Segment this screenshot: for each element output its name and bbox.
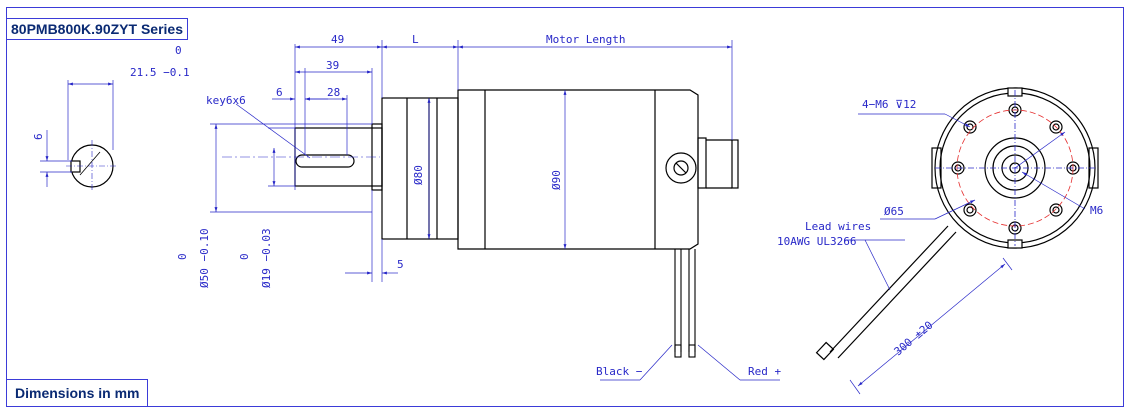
key-length-28: 28	[327, 86, 340, 99]
units-note: Dimensions in mm	[6, 379, 149, 407]
gearbox-length-L: L	[412, 33, 419, 46]
drawing-frame	[6, 7, 1124, 407]
wire-black-label: Black −	[596, 365, 643, 378]
series-title: 80PMB800K.90ZYT Series	[6, 18, 188, 40]
pilot-diameter-50: Ø50 −0.10	[198, 228, 211, 288]
wire-red-label: Red +	[748, 365, 781, 378]
pilot-dia-top: 0	[176, 253, 189, 260]
shaft-length-39: 39	[326, 59, 339, 72]
front-view-dims	[845, 113, 1086, 395]
output-shaft	[222, 123, 383, 191]
shaft-dia-top: 0	[238, 253, 251, 260]
shaft-diameter-19: Ø19 −0.03	[260, 228, 273, 288]
mount-holes-label: 4−M6 ⊽12	[862, 98, 916, 111]
lead-wires-spec: 10AWG UL3266	[777, 235, 856, 248]
lead-length-300: 300 ±20	[892, 319, 936, 359]
flange-thickness-5: 5	[397, 258, 404, 271]
key-slot	[70, 160, 81, 173]
motor-length-label: Motor Length	[546, 33, 625, 46]
motor-diameter-90: Ø90	[550, 170, 563, 190]
terminal-plug	[665, 152, 697, 184]
key-depth-top: 0	[175, 44, 182, 57]
shaft-section-dims	[40, 80, 114, 187]
shaft-section-view	[66, 140, 118, 192]
side-view-dims	[210, 40, 780, 381]
lead-wires-title: Lead wires	[805, 220, 871, 233]
key-spec-label: key6x6	[206, 94, 246, 107]
key	[295, 154, 355, 168]
motor-body	[457, 89, 739, 250]
center-thread-m6: M6	[1090, 204, 1103, 217]
pitch-circle-65: Ø65	[884, 205, 904, 218]
wire-leads	[674, 249, 696, 358]
key-width-dim: 6	[32, 133, 45, 140]
gearbox-diameter-80: Ø80	[412, 165, 425, 185]
shaft-length-49: 49	[331, 33, 344, 46]
key-depth-dim: 21.5 −0.1	[130, 66, 190, 79]
key-offset-6: 6	[276, 86, 283, 99]
